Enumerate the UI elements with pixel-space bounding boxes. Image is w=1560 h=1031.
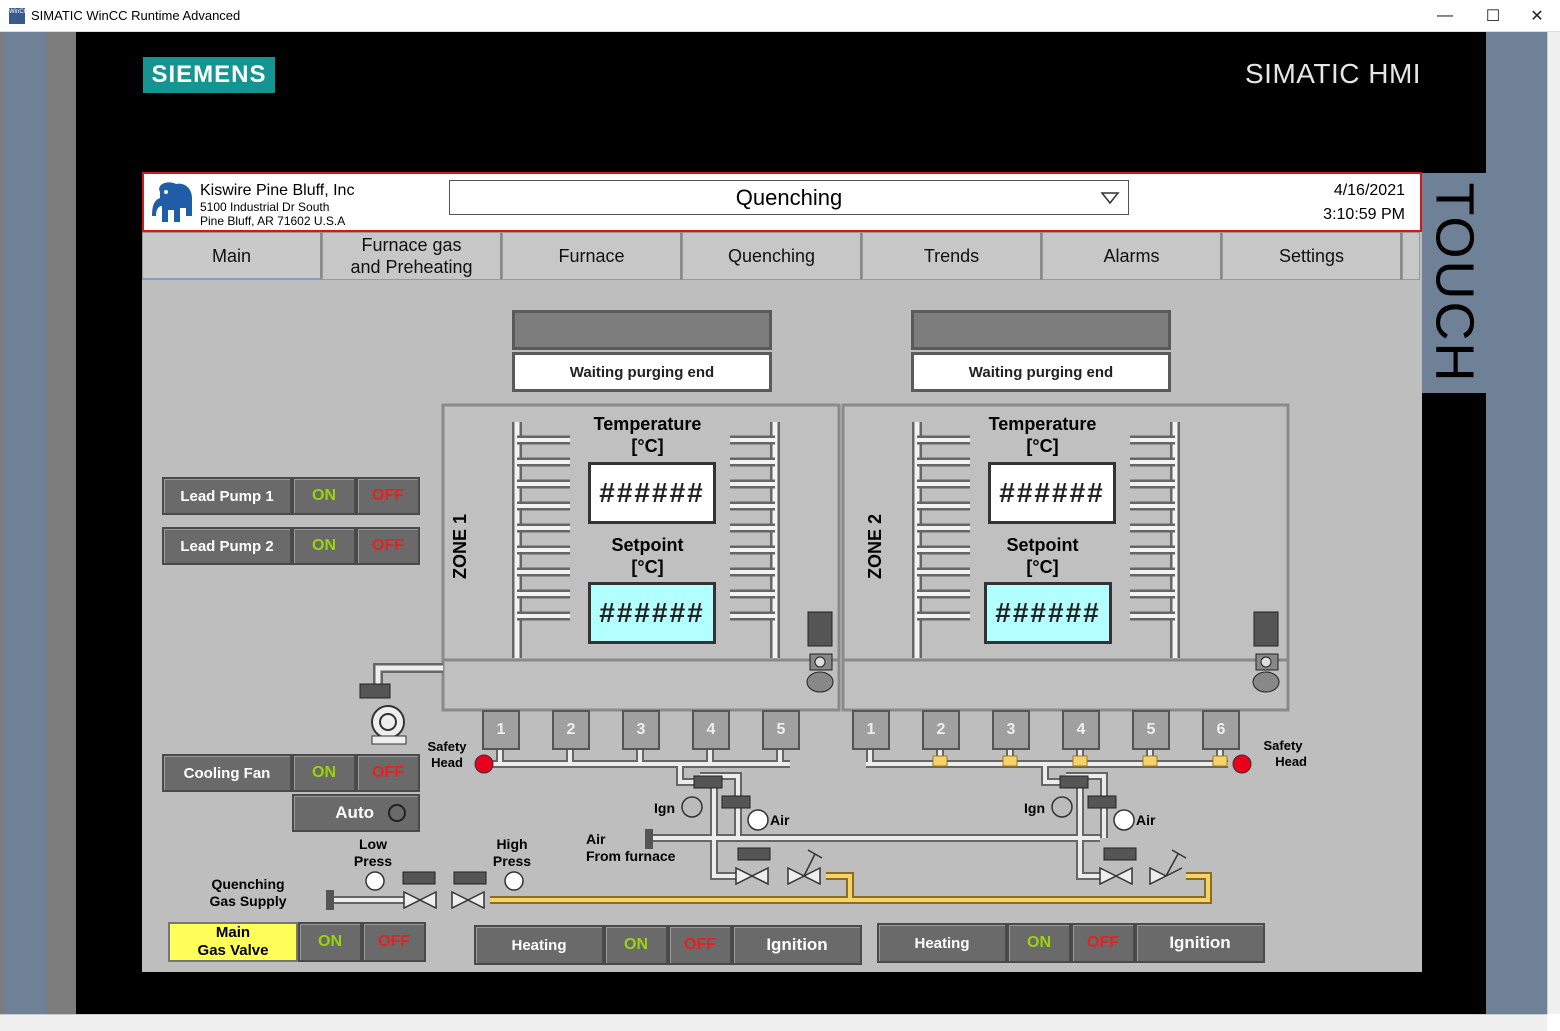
device-frame-left (4, 32, 46, 1014)
tab-furnace[interactable]: Furnace (502, 232, 682, 280)
burner-z1-3[interactable]: 3 (622, 710, 660, 750)
tab-scroll[interactable] (1402, 232, 1420, 280)
zone1-ignition-button[interactable]: Ignition (732, 925, 862, 965)
lead-pump-2-on[interactable]: ON (292, 527, 356, 565)
address-line-2: Pine Bluff, AR 71602 U.S.A (200, 214, 346, 228)
zone2-temp-value: ###### (988, 462, 1116, 524)
lead-pump-1-off[interactable]: OFF (356, 477, 420, 515)
zone2-status-message: Waiting purging end (911, 352, 1171, 392)
time-display: 3:10:59 PM (1323, 206, 1405, 223)
lead-pump-2-button[interactable]: Lead Pump 2 (162, 527, 292, 565)
burner-z1-4[interactable]: 4 (692, 710, 730, 750)
burner-z1-2[interactable]: 2 (552, 710, 590, 750)
cooling-fan-button[interactable]: Cooling Fan (162, 754, 292, 792)
burner-z2-6[interactable]: 6 (1202, 710, 1240, 750)
company-title: Kiswire Pine Bluff, Inc (200, 182, 355, 199)
zone1-heating-off[interactable]: OFF (668, 925, 732, 965)
horizontal-scrollbar[interactable] (0, 1014, 1547, 1031)
tab-trends[interactable]: Trends (862, 232, 1042, 280)
cooling-fan-off[interactable]: OFF (356, 754, 420, 792)
burner-z2-4[interactable]: 4 (1062, 710, 1100, 750)
zone1-label: ZONE 1 (450, 513, 471, 580)
burner-z2-1[interactable]: 1 (852, 710, 890, 750)
tab-quenching[interactable]: Quenching (682, 232, 862, 280)
date-display: 4/16/2021 (1333, 182, 1405, 199)
lead-pump-2-off[interactable]: OFF (356, 527, 420, 565)
air-label-1: Air (770, 812, 790, 828)
screen-select-value: Quenching (735, 184, 843, 210)
zone2-heating-off[interactable]: OFF (1071, 923, 1135, 963)
zone2-heating-on[interactable]: ON (1007, 923, 1071, 963)
burner-z1-5[interactable]: 5 (762, 710, 800, 750)
siemens-logo: SIEMENS (143, 57, 275, 93)
main-gas-valve-off[interactable]: OFF (362, 922, 426, 962)
tab-furnace-gas[interactable]: Furnace gas and Preheating (322, 232, 502, 280)
zone1-temp-label: Temperature[°C] (593, 414, 702, 456)
close-button[interactable]: ✕ (1530, 8, 1544, 25)
zone1-status-indicator (512, 310, 772, 350)
zone1-heating-button[interactable]: Heating (474, 925, 604, 965)
touch-label: TOUCH (1422, 173, 1486, 393)
burner-z1-1[interactable]: 1 (482, 710, 520, 750)
window-title: SIMATIC WinCC Runtime Advanced (31, 8, 241, 23)
burner-z2-2[interactable]: 2 (922, 710, 960, 750)
device-frame-right (1486, 32, 1547, 1014)
maximize-button[interactable]: ☐ (1485, 8, 1501, 25)
zone2-setpoint-label: Setpoint[°C] (1006, 535, 1079, 577)
app-icon: WinCC (9, 8, 28, 24)
main-gas-valve-on[interactable]: ON (298, 922, 362, 962)
zone2-label: ZONE 2 (865, 513, 886, 580)
chevron-down-icon (1100, 192, 1120, 205)
air-label-2: Air (1136, 812, 1156, 828)
zone2-ignition-button[interactable]: Ignition (1135, 923, 1265, 963)
tab-alarms[interactable]: Alarms (1042, 232, 1222, 280)
screen-select-dropdown[interactable]: Quenching (449, 180, 1129, 215)
zone1-temp-value: ###### (588, 462, 716, 524)
ign-label-2: Ign (1024, 800, 1045, 816)
elephant-logo-icon (146, 176, 196, 228)
simatic-hmi-label: SIMATIC HMI (1245, 58, 1422, 89)
zone1-setpoint-label: Setpoint[°C] (611, 535, 684, 577)
zone1-status-message: Waiting purging end (512, 352, 772, 392)
vertical-scrollbar[interactable] (1547, 32, 1560, 1014)
ign-label-1: Ign (654, 800, 675, 816)
cooling-fan-on[interactable]: ON (292, 754, 356, 792)
zone2-status-indicator (911, 310, 1171, 350)
lead-pump-1-button[interactable]: Lead Pump 1 (162, 477, 292, 515)
zone2-setpoint-input[interactable]: ###### (984, 582, 1112, 644)
auto-indicator-icon (388, 804, 406, 822)
zone1-heating-on[interactable]: ON (604, 925, 668, 965)
address-line-1: 5100 Industrial Dr South (200, 200, 330, 214)
zone1-setpoint-input[interactable]: ###### (588, 582, 716, 644)
lead-pump-1-on[interactable]: ON (292, 477, 356, 515)
cooling-fan-auto-button[interactable]: Auto (292, 794, 420, 832)
process-diagram (326, 403, 1290, 910)
company-name: Kiswire Pine Bluff, Inc 5100 Industrial … (200, 182, 354, 228)
burner-z2-5[interactable]: 5 (1132, 710, 1170, 750)
burner-z2-3[interactable]: 3 (992, 710, 1030, 750)
window-titlebar (0, 0, 1560, 32)
minimize-button[interactable]: — (1437, 7, 1453, 24)
tab-settings[interactable]: Settings (1222, 232, 1402, 280)
zone2-temp-label: Temperature[°C] (988, 414, 1097, 456)
zone2-heating-button[interactable]: Heating (877, 923, 1007, 963)
tab-main[interactable]: Main (142, 232, 322, 280)
auto-label: Auto (335, 803, 374, 822)
